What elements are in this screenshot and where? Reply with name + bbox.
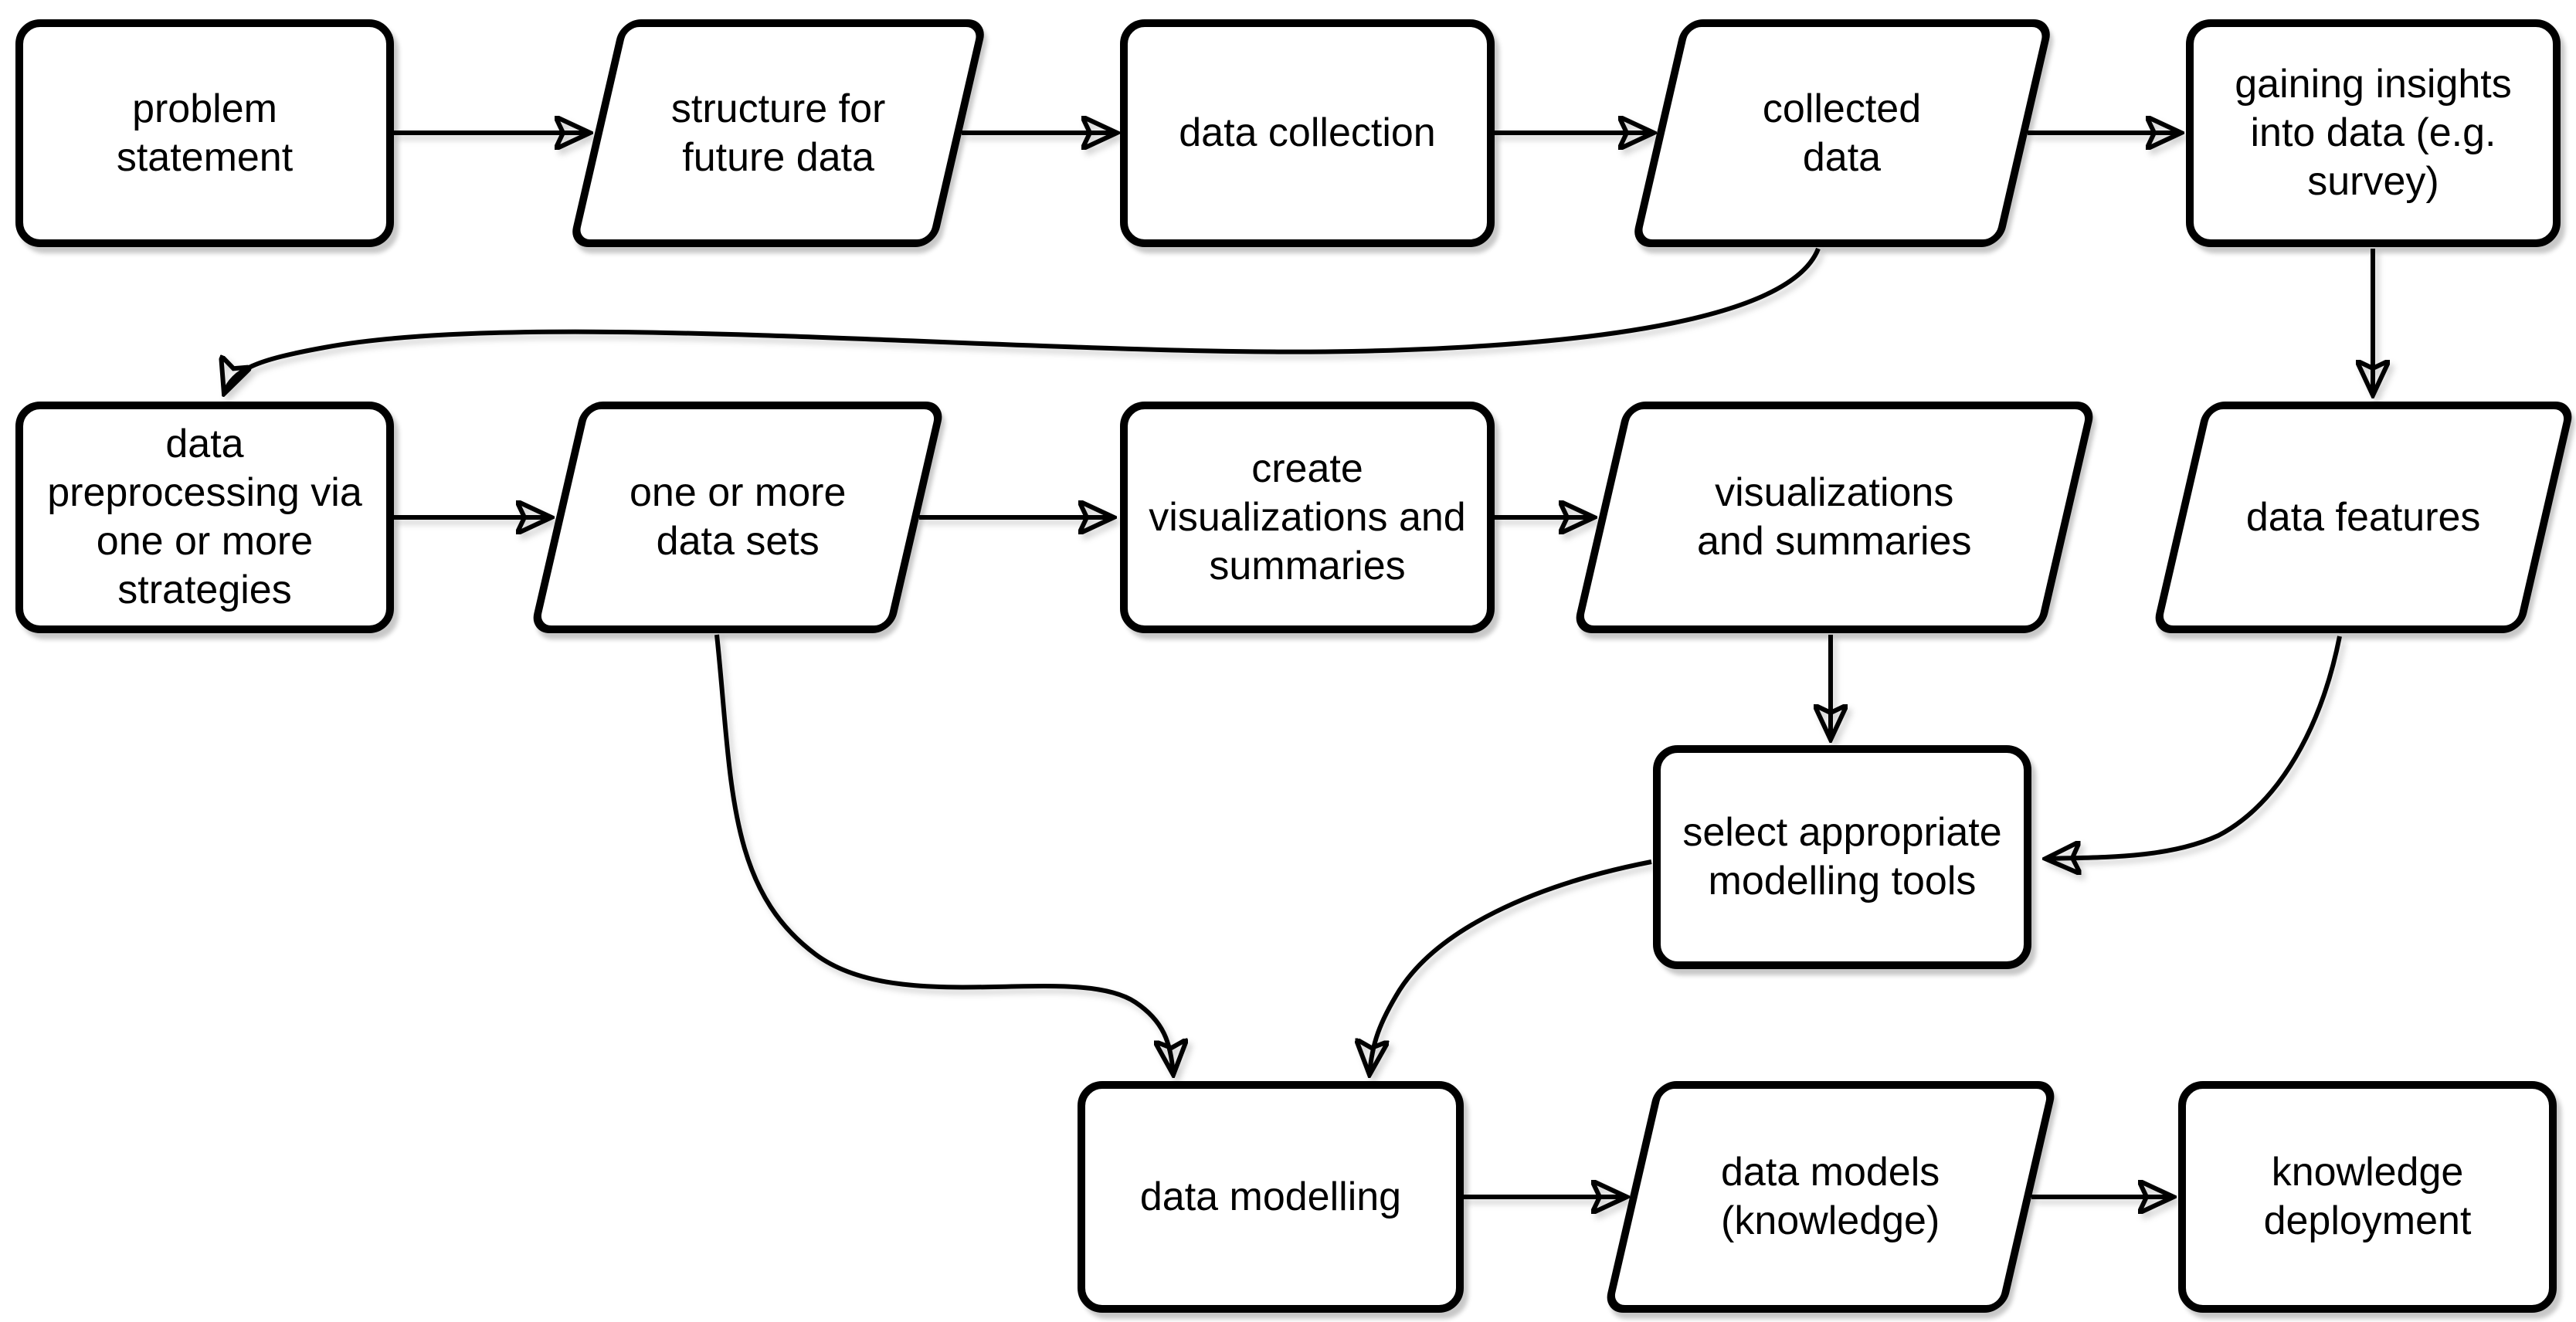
node-data-collection-label: data collection	[1179, 110, 1436, 155]
node-gaining-insights-label: gaining insights into data (e.g. survey)	[2235, 62, 2512, 204]
node-data-preprocessing[interactable]: data preprocessing via one or more strat…	[15, 402, 394, 633]
node-knowledge-deployment-label: knowledge deployment	[2263, 1150, 2472, 1243]
node-data-features[interactable]: data features	[2151, 402, 2576, 633]
node-data-preprocessing-label: data preprocessing via one or more strat…	[47, 422, 362, 612]
node-data-models[interactable]: data models (knowledge)	[1603, 1081, 2058, 1313]
node-data-modelling[interactable]: data modelling	[1078, 1081, 1464, 1313]
node-data-modelling-label: data modelling	[1139, 1174, 1402, 1219]
node-structure-for-future-data-label: structure for future data	[670, 86, 886, 180]
node-data-collection[interactable]: data collection	[1120, 19, 1495, 247]
node-collected-data-label: collected data	[1763, 86, 1922, 180]
node-gaining-insights[interactable]: gaining insights into data (e.g. survey)	[2186, 19, 2561, 247]
node-select-modelling-tools[interactable]: select appropriate modelling tools	[1653, 745, 2031, 969]
node-select-modelling-tools-label: select appropriate modelling tools	[1682, 810, 2002, 903]
node-visualizations-and-summaries-label: visualizations and summaries	[1697, 470, 1972, 564]
node-collected-data[interactable]: collected data	[1630, 19, 2055, 247]
edge-select-tools-to-data-modelling	[1369, 859, 1652, 1075]
edge-data-features-to-select-tools	[2045, 636, 2342, 859]
node-structure-for-future-data[interactable]: structure for future data	[568, 19, 989, 247]
node-create-visualizations[interactable]: create visualizations and summaries	[1120, 402, 1495, 633]
node-create-visualizations-label: create visualizations and summaries	[1149, 446, 1466, 588]
edge-collected-data-to-data-preprocessing	[224, 247, 1821, 394]
node-problem-statement[interactable]: problem statement	[15, 19, 394, 247]
node-visualizations-and-summaries[interactable]: visualizations and summaries	[1572, 402, 2097, 633]
node-one-or-more-data-sets-label: one or more data sets	[629, 470, 847, 564]
node-problem-statement-label: problem statement	[116, 86, 294, 180]
node-knowledge-deployment[interactable]: knowledge deployment	[2178, 1081, 2557, 1313]
node-data-features-label: data features	[2246, 494, 2481, 540]
node-data-models-label: data models (knowledge)	[1721, 1150, 1940, 1243]
node-one-or-more-data-sets[interactable]: one or more data sets	[529, 402, 946, 633]
edge-data-sets-to-data-modelling	[714, 634, 1173, 1075]
